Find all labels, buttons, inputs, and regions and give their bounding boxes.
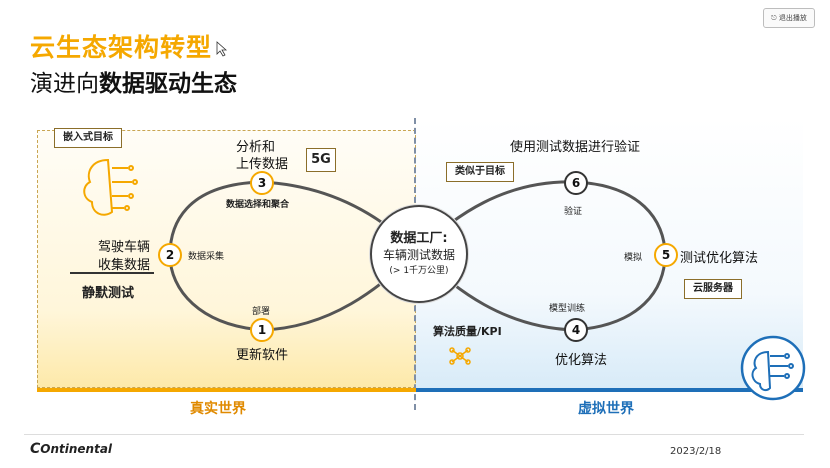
exit-label: 退出播放: [778, 14, 807, 22]
step3-sub: 数据选择和聚合: [226, 200, 290, 210]
brain-icon-left: [83, 158, 138, 216]
virtual-world-label: 虚拟世界: [578, 401, 634, 417]
step-1-node: 1: [250, 318, 274, 342]
continental-logo: COntinental: [30, 441, 112, 457]
step1-title: 更新软件: [236, 348, 289, 363]
step2-title-line2: 收集数据: [98, 258, 151, 273]
real-world-panel: [37, 130, 416, 388]
kpi-label: 算法质量/KPI: [433, 325, 502, 338]
logo-text: Ontinental: [40, 442, 113, 456]
data-factory-line3: (> 1千万公里): [389, 266, 449, 276]
brain-badge-right: [740, 335, 806, 401]
step-4-node: 4: [564, 318, 588, 342]
step4-title: 优化算法: [555, 353, 608, 368]
step2-sub: 数据采集: [188, 252, 225, 262]
similar-target-tag: 类似于目标: [446, 162, 514, 182]
5g-badge: 5G: [306, 148, 336, 172]
data-factory-line2: 车辆测试数据: [382, 248, 455, 262]
step6-sub: 验证: [564, 207, 583, 217]
step-5-node: 5: [654, 243, 678, 267]
step5-title: 测试优化算法: [680, 251, 759, 266]
step-2-node: 2: [158, 243, 182, 267]
kpi-molecule-icon: [449, 347, 471, 365]
static-test-rule: [70, 272, 154, 274]
step3-title-line2: 上传数据: [236, 157, 289, 172]
virtual-world-bar: [416, 388, 803, 392]
real-world-label: 真实世界: [190, 401, 246, 417]
page-subtitle: 演进向数据驱动生态: [30, 64, 237, 98]
exit-icon: ⎋: [771, 14, 777, 22]
step-6-node: 6: [564, 171, 588, 195]
step2-title-line1: 驾驶车辆: [98, 240, 151, 255]
static-test-label: 静默测试: [82, 286, 135, 301]
validation-heading: 使用测试数据进行验证: [510, 140, 641, 155]
subtitle-prefix: 演进向: [30, 71, 99, 97]
mouse-cursor-icon: [216, 41, 228, 57]
data-factory-title: 数据工厂:: [390, 231, 448, 246]
step3-title-line1: 分析和: [236, 140, 276, 155]
step1-sub: 部署: [252, 307, 271, 317]
real-world-bar: [37, 388, 416, 392]
logo-mark-icon: C: [30, 441, 41, 457]
step-3-node: 3: [250, 171, 274, 195]
data-factory-hub: 数据工厂: 车辆测试数据 (> 1千万公里): [370, 205, 468, 303]
subtitle-bold: 数据驱动生态: [99, 71, 237, 97]
exit-presentation-button[interactable]: ⎋ 退出播放: [763, 8, 815, 28]
step5-sub: 模拟: [624, 253, 643, 263]
cloud-server-tag: 云服务器: [684, 279, 742, 299]
footer-rule: [24, 434, 804, 435]
page-title: 云生态架构转型: [30, 33, 213, 62]
step4-sub: 模型训练: [549, 304, 586, 314]
brain-icon-right: [751, 350, 794, 392]
embedded-target-tag: 嵌入式目标: [54, 128, 122, 148]
footer-date: 2023/2/18: [670, 446, 722, 457]
